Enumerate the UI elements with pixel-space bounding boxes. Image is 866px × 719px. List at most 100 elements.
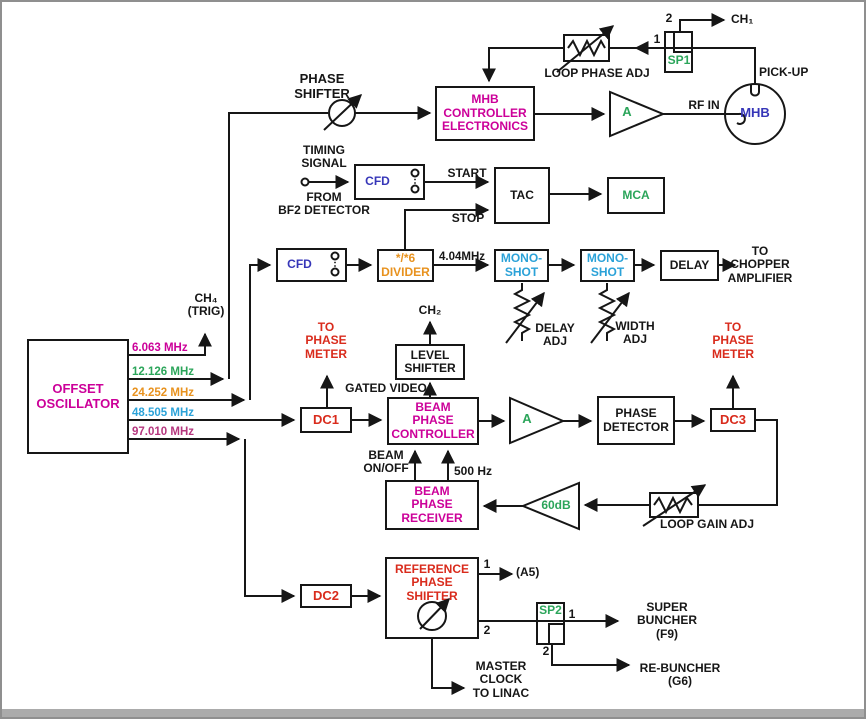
pickup-loop — [750, 85, 760, 97]
master-clock-wire — [431, 639, 466, 695]
sp2-label: SP2 — [539, 603, 562, 617]
ch2-label: CH₂ — [418, 303, 442, 317]
dc1-block: DC1 — [300, 407, 352, 433]
super-buncher-label: SUPER BUNCHER (F9) — [637, 600, 697, 641]
reference-wires — [352, 567, 631, 695]
mhb-controller-label: MHB CONTROLLER ELECTRONICS — [441, 92, 528, 134]
monoshot1-label: MONO- SHOT — [500, 251, 543, 279]
width-adj-label: WIDTH ADJ — [615, 319, 655, 347]
bottom-frame-strip — [2, 709, 864, 717]
delay-adj-label: DELAY ADJ — [535, 321, 575, 349]
ch4-trig-label: CH₄ (TRIG) — [187, 291, 225, 319]
phase-detector-block: PHASE DETECTOR — [597, 396, 675, 445]
sp1-port1-label: 1 — [653, 32, 661, 46]
from-bf2-detector-label: FROM BF2 DETECTOR — [278, 190, 370, 218]
dc3-block: DC3 — [710, 408, 756, 432]
freq-48mhz-label: 48.505 MHz — [132, 407, 195, 419]
cfd1-label: CFD — [365, 174, 390, 189]
freq-24mhz-label: 24.252 MHz — [132, 387, 195, 399]
offset-oscillator-block: OFFSET OSCILLATOR — [27, 339, 129, 454]
beam-phase-controller-label: BEAM PHASE CONTROLLER — [391, 399, 475, 441]
4mhz-label: 4.04MHz — [438, 251, 486, 263]
amp-60db-label: 60dB — [541, 498, 571, 512]
reference-phase-shifter-label: REFERENCE PHASE SHIFTER — [394, 562, 469, 603]
reference-phase-shifter-block: REFERENCE PHASE SHIFTER — [385, 557, 479, 639]
mhb-loop-wires — [228, 13, 786, 379]
divider-block: */*6 DIVIDER — [377, 249, 434, 282]
freq-12mhz-label: 12.126 MHz — [132, 366, 195, 378]
delay-adj-resistor — [512, 283, 532, 341]
level-shifter-label: LEVEL SHIFTER — [404, 347, 456, 375]
dc3-label: DC3 — [719, 411, 746, 427]
loop-gain-adj-label: LOOP GAIN ADJ — [659, 517, 754, 531]
trunk-97mhz — [244, 439, 296, 603]
monoshot2-label: MONO- SHOT — [586, 251, 629, 279]
beam-loop-wires — [320, 320, 778, 531]
rps-port2-label: 2 — [483, 623, 491, 637]
tac-chain-wires — [300, 175, 603, 249]
mhb-label: MHB — [740, 105, 770, 120]
start-label: START — [447, 166, 487, 180]
phase-shifter-label: PHASE SHIFTER — [294, 71, 350, 101]
tac-label: TAC — [510, 187, 534, 202]
monoshot2-block: MONO- SHOT — [580, 249, 635, 282]
monoshot1-block: MONO- SHOT — [494, 249, 549, 282]
gated-video-label: GATED VIDEO — [345, 381, 427, 395]
rf-in-label: RF IN — [688, 98, 720, 112]
timing-signal-label: TIMING SIGNAL — [301, 143, 347, 171]
ch1-label: CH₁ — [731, 12, 754, 26]
divider-label: */*6 DIVIDER — [381, 251, 430, 279]
pick-up-label: PICK-UP — [759, 65, 809, 79]
delay-label: DELAY — [669, 257, 710, 272]
stop-label: STOP — [451, 211, 485, 225]
cfd2-label: CFD — [287, 257, 312, 272]
freq-97mhz-label: 97.010 MHz — [132, 426, 195, 438]
a5-label: (A5) — [516, 565, 540, 579]
trunk-12mhz — [228, 112, 328, 379]
delay-block: DELAY — [660, 250, 719, 281]
offset-oscillator-label: OFFSET OSCILLATOR — [36, 380, 120, 411]
to-phase-meter-left-label: TO PHASE METER — [305, 320, 347, 361]
dc1-label: DC1 — [312, 411, 339, 427]
chopper-chain-wires — [249, 258, 737, 400]
level-shifter-block: LEVEL SHIFTER — [395, 344, 465, 380]
dc2-label: DC2 — [312, 587, 339, 603]
sp2-port2-label: 2 — [542, 644, 550, 658]
cfd2-block: CFD — [276, 248, 347, 282]
mhb-controller-electronics-block: MHB CONTROLLER ELECTRONICS — [435, 86, 535, 141]
500hz-label: 500 Hz — [453, 464, 493, 478]
width-adj-resistor — [597, 283, 617, 341]
amplifier-triangle-top — [609, 90, 666, 138]
beam-phase-receiver-label: BEAM PHASE RECEIVER — [401, 483, 463, 525]
beam-phase-controller-block: BEAM PHASE CONTROLLER — [387, 397, 479, 445]
sp1-port2-wire — [679, 13, 726, 32]
master-clock-label: MASTER CLOCK TO LINAC — [472, 659, 530, 700]
amp-a-top-label: A — [622, 104, 632, 119]
mca-label: MCA — [622, 187, 650, 202]
dc2-block: DC2 — [300, 584, 352, 608]
timing-input-terminal — [300, 177, 310, 187]
beam-on-off-label: BEAM ON/OFF — [363, 448, 409, 476]
sp1-port2-label: 2 — [665, 11, 673, 25]
re-buncher-wire — [551, 644, 631, 672]
sp2-port1-label: 1 — [568, 607, 576, 621]
stop-wire — [404, 203, 490, 249]
amp-a-mid-label: A — [522, 411, 532, 426]
trunk-24mhz — [249, 258, 272, 400]
oscillator-output-wires — [129, 332, 296, 603]
to-phase-meter-right-label: TO PHASE METER — [712, 320, 754, 361]
sp1-label: SP1 — [667, 53, 691, 67]
freq-6mhz-label: 6.063 MHz — [132, 342, 188, 354]
feedback-return-wire — [698, 419, 778, 506]
tac-block: TAC — [494, 167, 550, 224]
amplifier-triangle-mid — [509, 396, 566, 445]
ch4-trig-wire — [129, 332, 212, 356]
rf-coupling-loop — [726, 112, 746, 125]
mhb-cavity-circle — [724, 83, 786, 145]
rps-port1-label: 1 — [483, 557, 491, 571]
beam-phase-receiver-block: BEAM PHASE RECEIVER — [385, 480, 479, 530]
to-chopper-amplifier-label: TO CHOPPER AMPLIFIER — [727, 244, 793, 285]
re-buncher-label: RE-BUNCHER (G6) — [639, 661, 721, 689]
